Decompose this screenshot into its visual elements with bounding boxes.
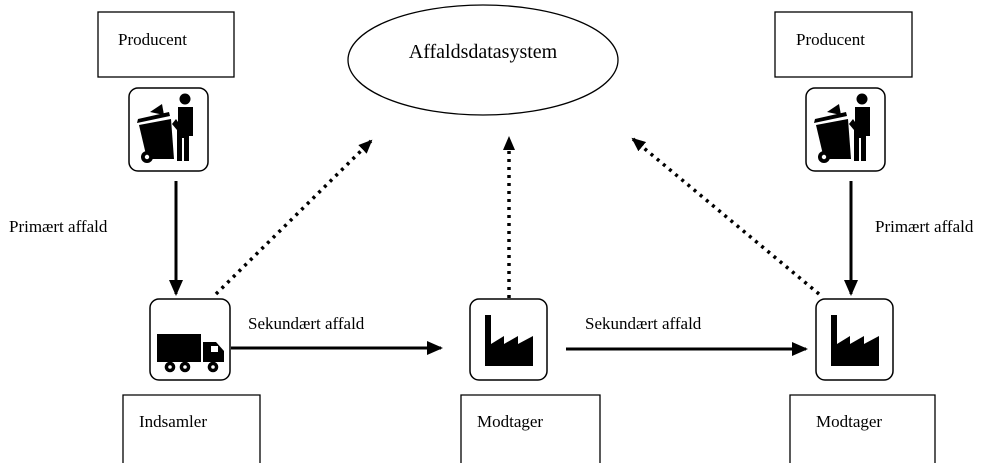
truck-icon <box>149 298 231 381</box>
person-with-bin-icon-left <box>128 87 209 172</box>
receiver-middle-box <box>460 394 601 463</box>
person-with-bin-icon-right <box>805 87 886 172</box>
secondary-flow-left-label: Sekundært affald <box>248 314 365 333</box>
collector-label: Indsamler <box>139 412 207 431</box>
primary-flow-right-label: Primært affald <box>875 217 974 236</box>
system-title: Affaldsdatasystem <box>409 41 558 63</box>
system-ellipse <box>347 4 619 116</box>
producer-box-left <box>97 11 235 78</box>
receiver-right-to-system-dotted-arrow <box>631 137 821 296</box>
secondary-flow-right-label: Sekundært affald <box>585 314 702 333</box>
receiver-middle-label: Modtager <box>477 412 543 431</box>
collector-to-system-dotted-arrow <box>214 139 373 296</box>
primary-flow-left-label: Primært affald <box>9 217 108 236</box>
factory-icon-middle <box>469 298 548 381</box>
collector-box <box>122 394 261 463</box>
producer-label-right: Producent <box>796 30 865 49</box>
producer-label-left: Producent <box>118 30 187 49</box>
producer-box-right <box>774 11 913 78</box>
receiver-right-label: Modtager <box>816 412 882 431</box>
receiver-right-box <box>789 394 936 463</box>
factory-icon-right <box>815 298 894 381</box>
